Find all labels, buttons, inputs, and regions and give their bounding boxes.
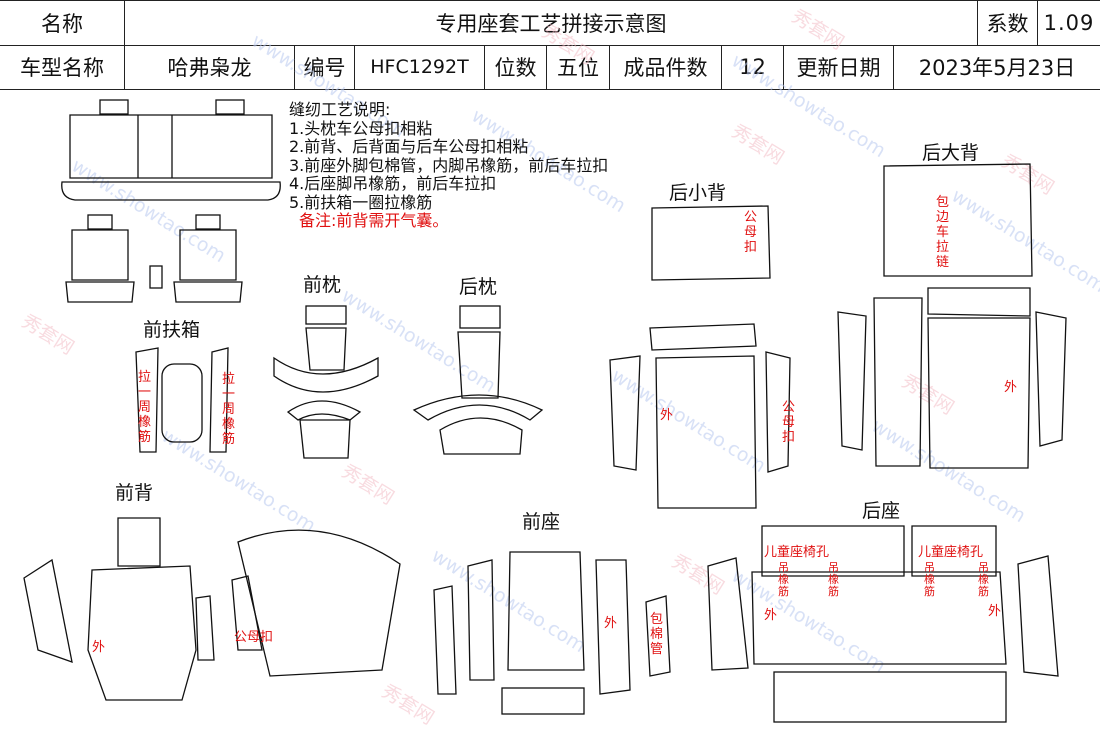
- annotation-outer: 外: [660, 408, 674, 423]
- notes-item: 3.前座外脚包棉管，内脚吊橡筋，前后车拉扣: [289, 155, 609, 175]
- annotation-hang-elastic: 吊橡筋: [978, 561, 989, 598]
- notes-item: 1.头枕车公母扣相粘: [289, 118, 433, 138]
- notes-remark: 备注:前背需开气囊。: [299, 211, 449, 230]
- front-back-pieces: [23, 517, 401, 701]
- front-seat-pieces: [433, 551, 671, 715]
- annotation-outer: 外: [1004, 380, 1018, 395]
- notes-item: 5.前扶箱一圈拉橡筋: [289, 192, 433, 212]
- label-front-back: 前背: [115, 482, 154, 504]
- notes-item: 2.前背、后背面与后车公母扣相粘: [289, 137, 529, 156]
- code-label: 编号: [295, 45, 355, 89]
- annotation-pull-elastic: 拉一周橡筋: [222, 372, 236, 447]
- annotation-outer: 外: [92, 640, 106, 655]
- annotation-outer: 外: [764, 608, 778, 623]
- date-label: 更新日期: [784, 45, 894, 89]
- annotation-child-seat-hole: 儿童座椅孔: [764, 545, 830, 560]
- rear-seat-pieces: [707, 525, 1059, 723]
- label-front-headrest: 前枕: [303, 274, 342, 296]
- front-armrest-pieces: [135, 347, 229, 453]
- notes-title: 缝纫工艺说明:: [289, 100, 391, 119]
- rear-bench-overview: [61, 99, 281, 201]
- rear-small-back-pieces: [609, 205, 791, 509]
- annotation-edge-zip: 包边车拉链: [936, 195, 950, 270]
- name-label: 名称: [0, 0, 125, 45]
- label-rear-headrest: 后枕: [459, 276, 498, 298]
- car-value: 哈弗枭龙: [125, 45, 295, 89]
- label-front-seat: 前座: [522, 511, 561, 533]
- front-headrest-pieces: [273, 305, 379, 459]
- annotation-outer: 外: [604, 616, 618, 631]
- coef-label: 系数: [978, 0, 1038, 45]
- seats-label: 位数: [485, 45, 547, 89]
- annotation-pull-elastic: 拉一周橡筋: [138, 370, 152, 445]
- car-label: 车型名称: [0, 45, 125, 89]
- annotation-hang-elastic: 吊橡筋: [924, 561, 935, 598]
- annotation-hang-elastic: 吊橡筋: [828, 561, 839, 598]
- annotation-child-seat-hole: 儿童座椅孔: [918, 545, 984, 560]
- date-value: 2023年5月23日: [918, 56, 1076, 80]
- rear-big-back-pieces: [837, 163, 1067, 469]
- pieces-value: 12: [722, 45, 784, 89]
- label-rear-big-back: 后大背: [922, 142, 980, 164]
- annotation-male-female: 公母扣: [744, 210, 758, 255]
- annotation-outer: 外: [988, 604, 1002, 619]
- page-title: 专用座套工艺拼接示意图: [125, 0, 978, 45]
- annotation-male-female: 公母扣: [234, 630, 274, 645]
- annotation-cotton-tube: 包棉管: [650, 612, 664, 657]
- front-seats-overview: [65, 214, 243, 303]
- header-table: 名称 专用座套工艺拼接示意图 系数 1.09 车型名称 哈弗枭龙 编号 HFC1…: [0, 0, 1100, 90]
- label-front-armrest: 前扶箱: [143, 319, 201, 341]
- coef-value: 1.09: [1043, 10, 1095, 35]
- pattern-diagram: [23, 99, 1067, 723]
- notes-item: 4.后座脚吊橡筋，前后车拉扣: [289, 174, 497, 193]
- seats-value: 五位: [547, 45, 610, 89]
- annotation-male-female: 公母扣: [782, 400, 796, 445]
- annotation-hang-elastic: 吊橡筋: [778, 561, 789, 598]
- rear-headrest-pieces: [412, 305, 544, 455]
- label-rear-seat: 后座: [862, 500, 901, 522]
- label-rear-small-back: 后小背: [669, 182, 727, 204]
- code-value: HFC1292T: [355, 45, 485, 89]
- pieces-label: 成品件数: [610, 45, 722, 89]
- sewing-notes: 缝纫工艺说明: 1.头枕车公母扣相粘 2.前背、后背面与后车公母扣相粘 3.前座…: [289, 100, 609, 231]
